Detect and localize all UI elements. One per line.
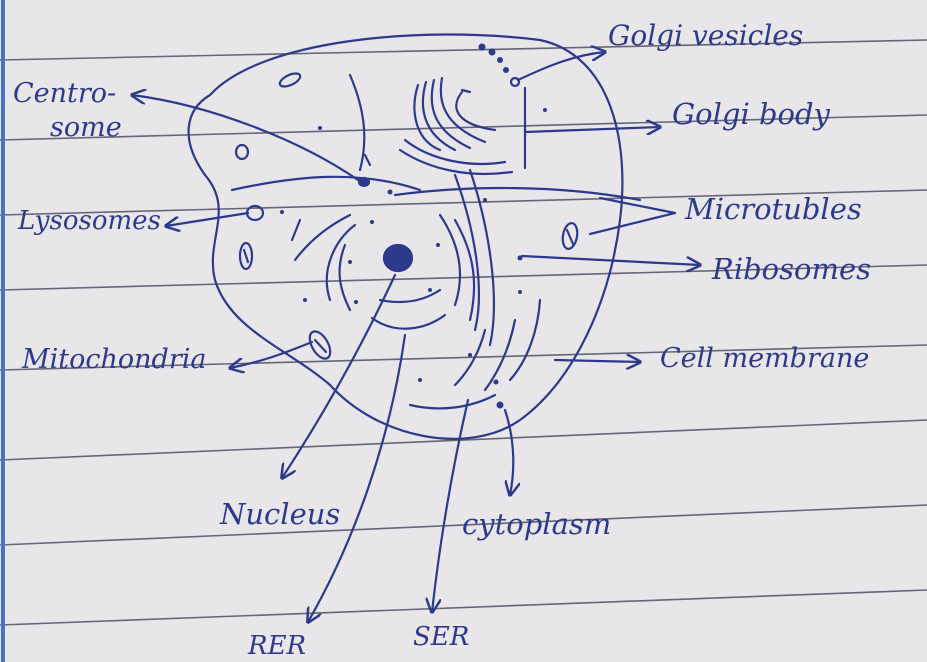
label-ribosomes: Ribosomes <box>712 255 871 284</box>
label-centrosome-line1: Centro- <box>13 80 116 107</box>
label-golgi-body: Golgi body <box>672 100 830 129</box>
label-microtubles: Microtubles <box>685 195 862 224</box>
label-cytoplasm: cytoplasm <box>462 510 611 539</box>
label-centrosome-line2: some <box>50 114 122 141</box>
label-nucleus: Nucleus <box>220 500 340 529</box>
label-ser: SER <box>413 624 469 650</box>
nucleus-shape <box>384 245 412 271</box>
label-cell-membrane: Cell membrane <box>660 345 869 372</box>
label-lysosomes: Lysosomes <box>18 208 161 234</box>
label-golgi-vesicles: Golgi vesicles <box>608 22 803 50</box>
label-rer: RER <box>248 633 306 659</box>
label-mitochondria: Mitochondria <box>22 346 206 373</box>
